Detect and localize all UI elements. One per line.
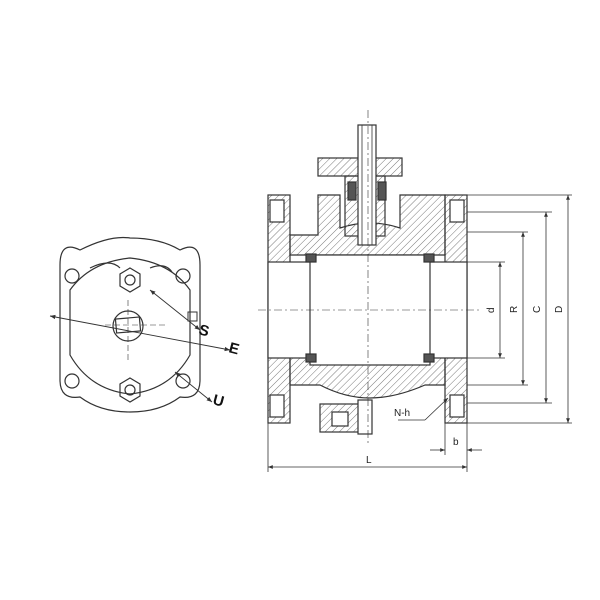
bolt-hole-bottom-right (175, 373, 191, 389)
flange-top-view (49, 236, 231, 413)
hex-socket-top (119, 267, 141, 293)
seat-bottom-left (305, 353, 317, 363)
pad-inner-contour (69, 257, 191, 395)
label-R: R (509, 306, 520, 313)
label-N-h: N-h (394, 408, 410, 419)
label-E: E (227, 339, 241, 358)
stem (357, 124, 377, 246)
valve-section-view (267, 124, 468, 435)
label-U: U (211, 391, 226, 410)
bolt-hole-top-left (64, 268, 80, 284)
seat-bottom-right (423, 353, 435, 363)
centerlines (258, 110, 480, 445)
label-b: b (453, 437, 459, 448)
hex-socket-bottom (119, 377, 141, 403)
seat-top-left (305, 253, 317, 263)
seat-top-right (423, 253, 435, 263)
label-C: C (532, 306, 543, 313)
bolt-hole-bottom-left (64, 373, 80, 389)
label-S: S (197, 321, 211, 340)
body-lower (289, 354, 446, 399)
label-D: D (554, 306, 565, 313)
mounting-pad-outline (59, 236, 201, 413)
label-L: L (366, 455, 372, 466)
dimension-lines (267, 194, 572, 472)
bolt-hole-top-right (175, 268, 191, 284)
label-d: d (486, 307, 497, 313)
